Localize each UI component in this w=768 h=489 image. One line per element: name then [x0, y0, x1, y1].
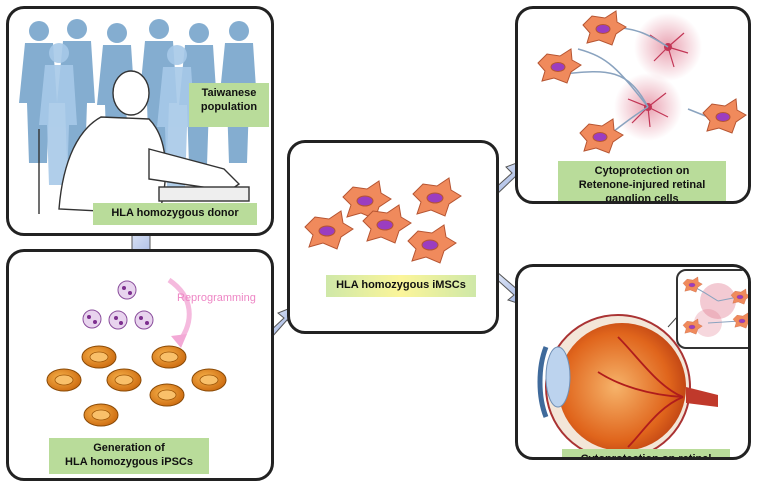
donor-panel: Taiwanese population HLA homozygous dono…	[6, 6, 274, 236]
invivo-panel: Cytoprotection on retinal ganglion cells…	[515, 264, 751, 460]
donor-label: HLA homozygous donor	[93, 203, 257, 225]
msc-cells	[304, 177, 462, 264]
reprogramming-label: Reprogramming	[177, 292, 256, 304]
donor-sketch	[38, 70, 250, 215]
ipsc-illustration	[46, 277, 227, 427]
imsc-panel: HLA homozygous iMSCs	[287, 140, 499, 334]
population-illustration	[19, 19, 257, 215]
eye-illustration	[537, 306, 718, 457]
invivo-label: Cytoprotection on retinal ganglion cells…	[562, 449, 730, 457]
population-label: Taiwanese population	[189, 83, 269, 127]
ipsc-panel: Reprogramming Generation of HLA homozygo…	[6, 249, 274, 481]
imsc-illustration	[304, 177, 462, 264]
reprogramming-arrow	[167, 277, 192, 344]
ipsc-cells	[46, 345, 227, 427]
iris	[537, 346, 549, 418]
blood-vessels	[597, 336, 684, 448]
person-silhouette-icon	[39, 43, 77, 185]
msc-cells	[537, 10, 747, 154]
blood-cells	[82, 280, 154, 330]
invitro-label: Cytoprotection on Retenone-injured retin…	[558, 161, 726, 201]
ipsc-generation-label: Generation of HLA homozygous iPSCs	[49, 438, 209, 474]
inset-neurons	[676, 269, 748, 349]
optic-nerve	[686, 387, 718, 407]
imsc-label: HLA homozygous iMSCs	[326, 275, 476, 297]
invitro-illustration	[537, 10, 747, 154]
lens	[545, 346, 571, 408]
invitro-panel: Cytoprotection on Retenone-injured retin…	[515, 6, 751, 204]
